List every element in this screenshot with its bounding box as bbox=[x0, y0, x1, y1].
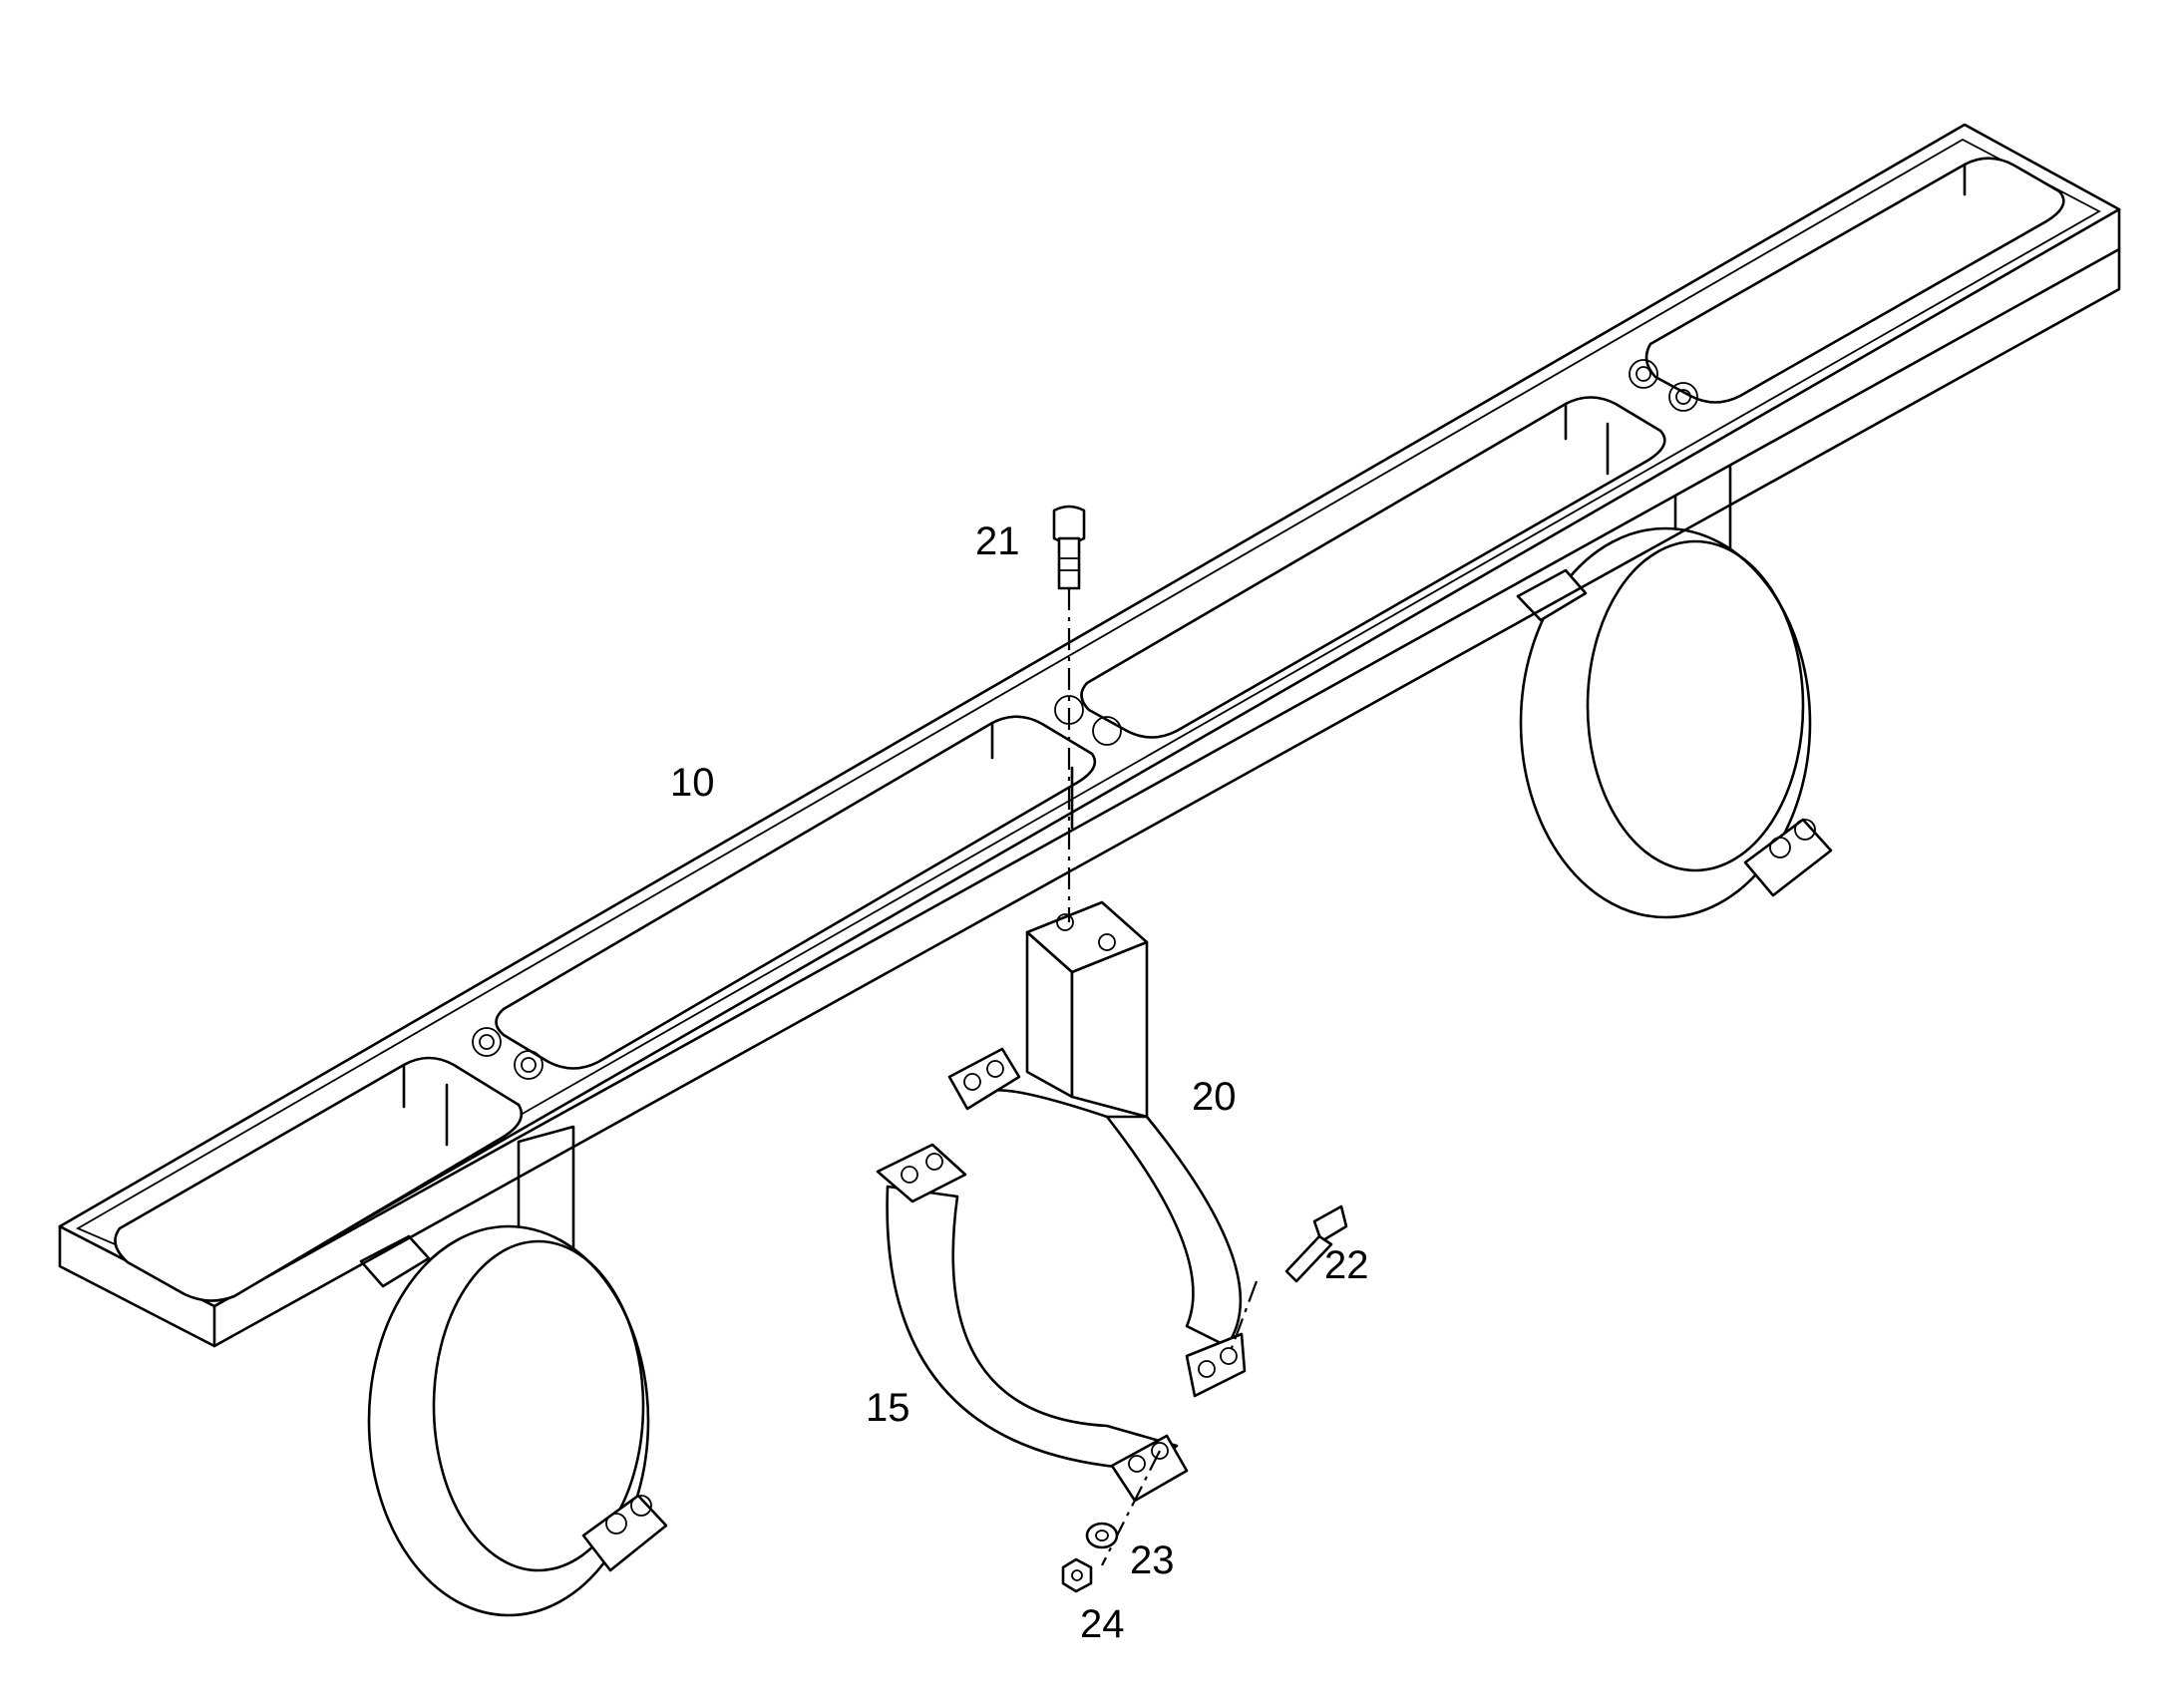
lower-clamp-half bbox=[876, 1143, 1189, 1503]
callout-15: 15 bbox=[866, 1386, 910, 1430]
hex-bolt-22 bbox=[1284, 1204, 1348, 1283]
callout-24: 24 bbox=[1080, 1602, 1125, 1646]
left-support-clamp bbox=[359, 1125, 668, 1617]
right-support-clamp bbox=[1516, 452, 1833, 919]
main-rail bbox=[58, 123, 2121, 1348]
callout-20: 20 bbox=[1192, 1075, 1237, 1119]
hex-nut-24 bbox=[1061, 1557, 1093, 1593]
callout-21: 21 bbox=[975, 519, 1020, 563]
callout-23: 23 bbox=[1130, 1538, 1175, 1582]
callout-10: 10 bbox=[670, 761, 715, 805]
assembly-centerlines bbox=[1067, 588, 1259, 1566]
center-bracket bbox=[947, 900, 1247, 1398]
callout-22: 22 bbox=[1324, 1243, 1369, 1287]
socket-head-screw-21 bbox=[1052, 505, 1086, 590]
washer-23 bbox=[1085, 1522, 1119, 1549]
